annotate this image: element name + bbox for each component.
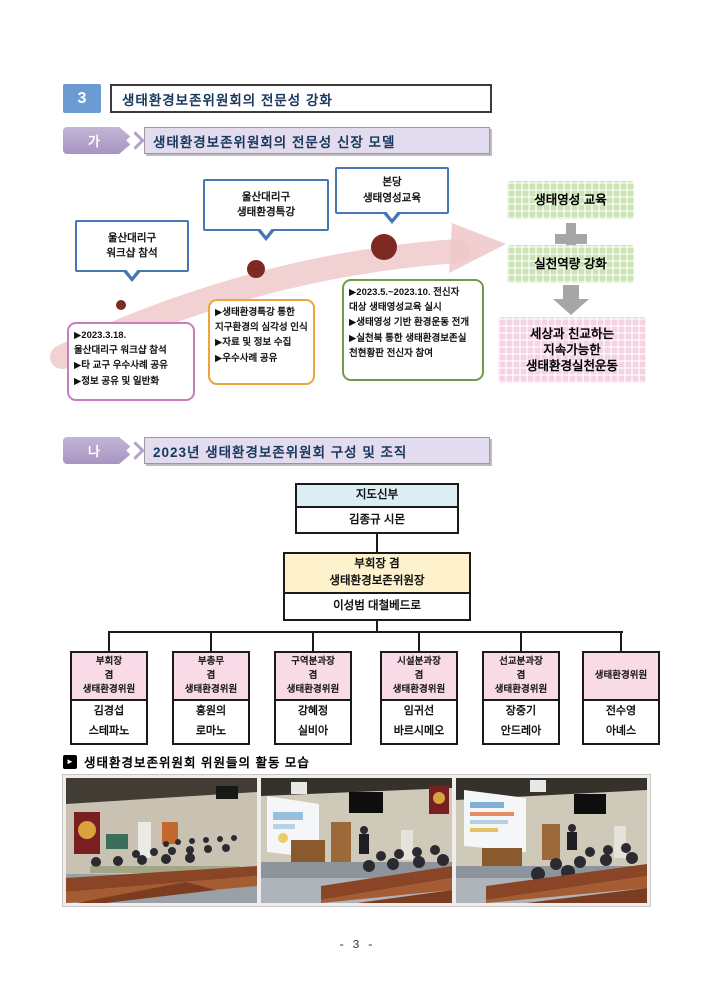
milestone-dot-2 [247, 260, 265, 278]
milestone-dot-3 [371, 234, 397, 260]
section-b-title: 2023년 생태환경보존위원회 구성 및 조직 [144, 437, 490, 464]
page-header: 3 생태환경보존위원회의 전문성 강화 [63, 84, 492, 113]
detail-box-workshop: ▶2023.3.18. 울산대리구 워크샵 참석 ▶타 교구 우수사례 공유 ▶… [67, 322, 195, 401]
org-box-member-5: 선교분과장 겸 생태환경위원 장중기 안드레아 [482, 651, 560, 745]
org-connector [376, 621, 378, 631]
down-arrow-icon [553, 285, 589, 315]
section-b-header: 나 2023년 생태환경보존위원회 구성 및 조직 [63, 437, 490, 464]
org-connector-horizontal [109, 631, 623, 633]
plus-icon [555, 223, 587, 255]
org-chart: 지도신부 김종규 시몬 부회장 겸 생태환경보존위원장 이성범 대철베드로 부회… [0, 483, 712, 751]
org-box-member-4: 시설분과장 겸 생태환경위원 임귀선 바르시메오 [380, 651, 458, 745]
section-a-title: 생태환경보존위원회의 전문성 신장 모델 [144, 127, 490, 154]
square-arrow-bullet-icon: ► [63, 754, 77, 769]
wall-tv [349, 792, 383, 813]
org-connector [418, 631, 420, 651]
photo-church-meeting-3 [456, 778, 647, 903]
callout-workshop: 울산대리구 워크샵 참석 [75, 220, 189, 282]
org-box-priest: 지도신부 김종규 시몬 [295, 483, 459, 534]
callout-education: 본당 생태영성교육 [335, 167, 449, 224]
milestone-dot-1 [116, 300, 126, 310]
section-b-badge: 나 [63, 437, 135, 464]
org-box-member-6: 생태환경위원 전수영 아녜스 [582, 651, 660, 745]
org-box-member-2: 부총무 겸 생태환경위원 홍원의 로마노 [172, 651, 250, 745]
wall-tv [574, 794, 606, 814]
org-box-member-1: 부회장 겸 생태환경위원 김경섭 스테파노 [70, 651, 148, 745]
chevron-right-icon [126, 441, 145, 460]
chapter-title: 생태환경보존위원회의 전문성 강화 [110, 84, 492, 113]
org-box-chair: 부회장 겸 생태환경보존위원장 이성범 대철베드로 [283, 552, 471, 621]
photos-section-title: 생태환경보존위원회 위원들의 활동 모습 [84, 756, 310, 770]
org-connector [520, 631, 522, 651]
photo-church-meeting-2 [261, 778, 452, 903]
org-box-member-3: 구역분과장 겸 생태환경위원 강혜정 실비아 [274, 651, 352, 745]
photo-strip [62, 774, 651, 907]
org-connector [312, 631, 314, 651]
detail-box-lecture: ▶생태환경특강 통한 지구환경의 심각성 인식 ▶자료 및 정보 수집 ▶우수사… [208, 299, 315, 385]
chapter-number-badge: 3 [63, 84, 101, 113]
professionalism-growth-diagram: 울산대리구 워크샵 참석 울산대리구 생태환경특강 본당 생태영성교육 ▶202… [0, 165, 712, 433]
result-box-spirituality-education: 생태영성 교육 [507, 181, 634, 219]
growth-arrow-head [449, 223, 506, 273]
detail-box-education: ▶2023.5.~2023.10. 전신자 대상 생태영성교육 실시 ▶생태영성… [342, 279, 484, 381]
photo-church-meeting-1 [66, 778, 257, 903]
photos-section-header: ► 생태환경보존위원회 위원들의 활동 모습 [63, 752, 310, 771]
org-connector [620, 631, 622, 651]
chevron-right-icon [126, 131, 145, 150]
result-box-capacity: 실천역량 강화 [507, 245, 634, 283]
page-number: - 3 - [337, 938, 374, 952]
section-a-badge: 가 [63, 127, 135, 154]
org-connector [108, 631, 110, 651]
section-a-header: 가 생태환경보존위원회의 전문성 신장 모델 [63, 127, 490, 154]
standing-speaker [567, 824, 577, 850]
org-connector [210, 631, 212, 651]
result-box-sustainable-movement: 세상과 친교하는 지속가능한 생태환경실천운동 [498, 317, 646, 383]
standing-speaker [359, 826, 369, 854]
org-connector [376, 534, 378, 552]
callout-lecture: 울산대리구 생태환경특강 [203, 179, 329, 241]
